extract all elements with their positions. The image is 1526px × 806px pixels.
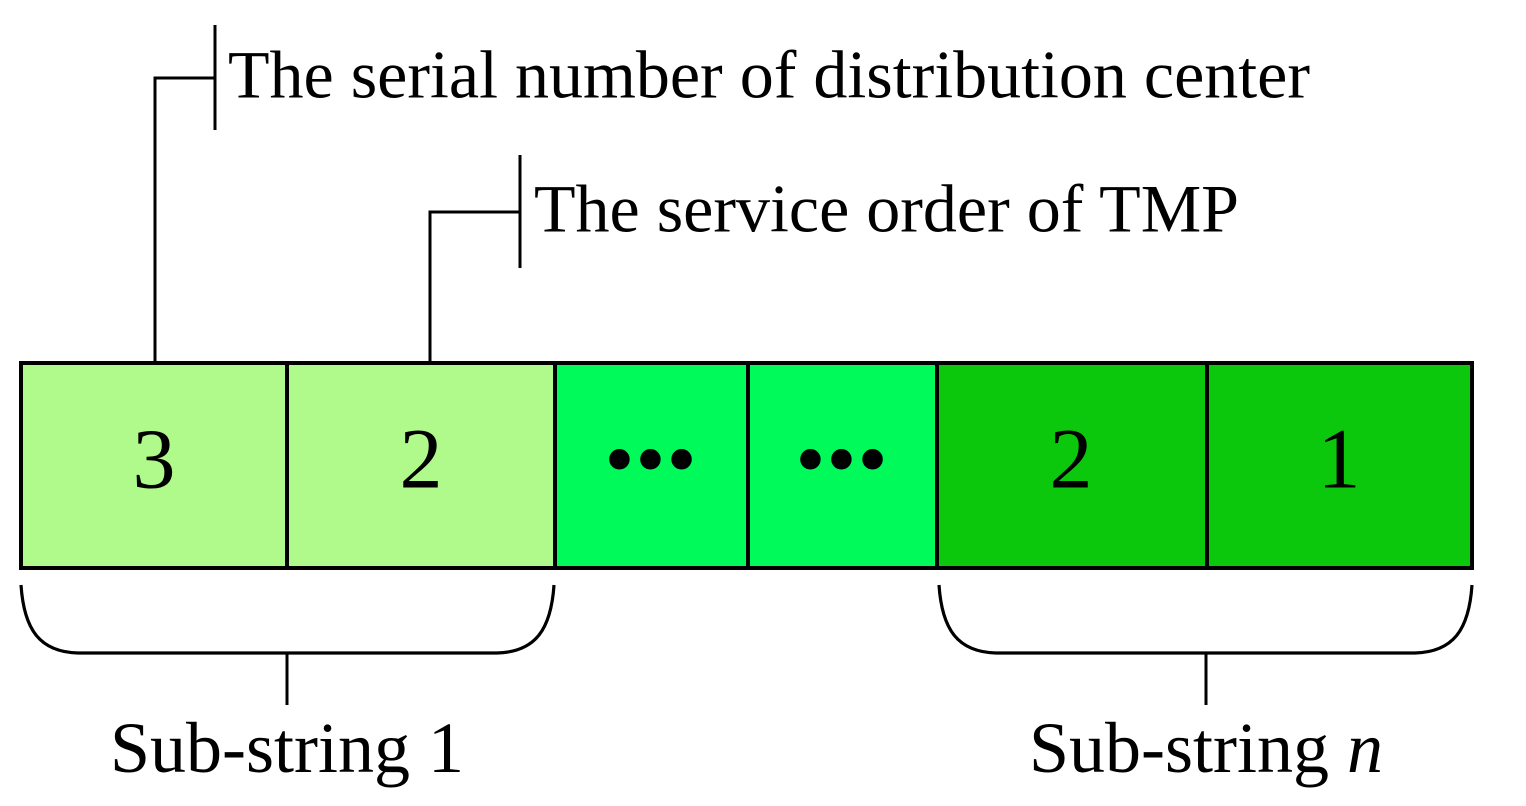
- chromosome-cell-2[interactable]: 2: [285, 361, 557, 570]
- group-substring-n: Sub-string n: [937, 584, 1474, 788]
- group-label-2-suffix: n: [1347, 708, 1383, 788]
- cell-background-5: [935, 361, 1209, 570]
- cell-value-4: •••: [795, 411, 888, 507]
- group-label-1-suffix: 1: [428, 708, 464, 788]
- cell-background-2: [285, 361, 557, 570]
- group-label-1-prefix: Sub-string: [110, 708, 428, 788]
- group-label-1: Sub-string 1: [110, 708, 464, 788]
- chromosome-cell-4[interactable]: •••: [746, 361, 939, 570]
- chromosome-string: 3 2 ••• ••• 2 1: [19, 361, 1474, 570]
- group-label-2-prefix: Sub-string: [1029, 708, 1347, 788]
- callout-service-order: The service order of TMP: [428, 155, 1239, 361]
- cell-value-1: 3: [133, 411, 176, 507]
- chromosome-cell-5[interactable]: 2: [935, 361, 1209, 570]
- chromosome-cell-1[interactable]: 3: [19, 361, 289, 570]
- callout-label-2: The service order of TMP: [534, 171, 1239, 247]
- cell-value-6: 1: [1318, 411, 1361, 507]
- cell-value-3: •••: [604, 411, 697, 507]
- chromosome-cell-3[interactable]: •••: [553, 361, 750, 570]
- callout-leader-line-1: [153, 76, 215, 361]
- chromosome-cell-6[interactable]: 1: [1205, 361, 1474, 570]
- cell-background-3: [553, 361, 750, 570]
- callout-label-1: The serial number of distribution center: [228, 37, 1310, 113]
- cell-background-1: [19, 361, 289, 570]
- group-substring-1: Sub-string 1: [19, 584, 556, 788]
- group-brace-2: [937, 584, 1474, 655]
- group-brace-1: [19, 584, 556, 655]
- callout-distribution-center: The serial number of distribution center: [153, 25, 1310, 361]
- callout-leader-line-2: [428, 210, 520, 361]
- cell-background-6: [1205, 361, 1474, 570]
- cell-value-5: 2: [1050, 411, 1093, 507]
- group-label-2: Sub-string n: [1029, 708, 1383, 788]
- cell-value-2: 2: [400, 411, 443, 507]
